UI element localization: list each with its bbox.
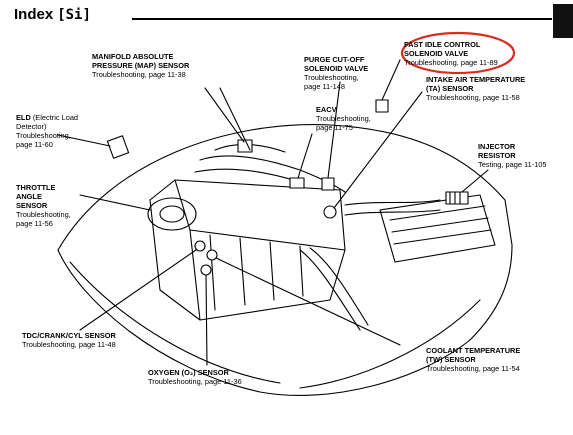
eld-box [106,135,130,159]
leader-tdc [79,249,197,331]
coolant-sensor-body [206,249,218,261]
iat-sensor-body [323,205,337,219]
header-rule [132,18,552,20]
radiator-outline [379,194,496,263]
leader-eld [57,134,111,147]
page-title: Index [14,6,54,23]
label-eacv: EACV Troubleshooting, page 11-75 [316,105,371,132]
leader-map-2 [219,87,251,151]
label-fidc-valve: FAST IDLE CONTROL SOLENOID VALVE Trouble… [404,40,498,67]
page-header: Index[Si] [14,6,91,23]
label-injector-resistor: INJECTOR RESISTOR Testing, page 11-105 [478,142,547,169]
highlight-circle [400,31,516,75]
leader-fidc [381,59,401,101]
label-throttle-sensor: THROTTLE ANGLE SENSOR Troubleshooting, p… [16,183,71,228]
leader-throttle [79,194,151,211]
intake-hose [344,199,441,206]
oxygen-sensor-body [200,264,212,276]
injector-resistor-box [445,191,469,205]
eacv-body [289,177,305,189]
leader-map [204,87,245,143]
label-iat-sensor: INTAKE AIR TEMPERATURE (TA) SENSOR Troub… [426,75,526,102]
label-eld: ELD (Electric Load Detector) Troubleshoo… [16,113,79,149]
throttle-body [147,197,197,231]
purge-valve-body [321,177,335,191]
label-purge-valve: PURGE CUT-OFF SOLENOID VALVE Troubleshoo… [304,55,369,91]
leader-injres [461,169,489,193]
fidc-valve-body [375,99,389,113]
model-subtitle: [Si] [57,7,91,23]
label-map-sensor: MANIFOLD ABSOLUTE PRESSURE (MAP) SENSOR … [92,52,190,79]
leader-oxygen [205,274,208,366]
leader-purge [327,81,341,179]
tdc-sensor-body [194,240,206,252]
label-coolant-sensor: COOLANT TEMPERATURE (TW) SENSOR Troubles… [426,346,521,373]
leader-coolant [215,257,401,346]
engine-block-outline [149,179,346,321]
label-tdc-sensor: TDC/CRANK/CYL SENSOR Troubleshooting, pa… [22,331,116,349]
coolant-hose [299,249,361,331]
hood-outline [57,124,513,251]
leader-iat [333,91,423,209]
page-edge-tab [553,4,573,38]
leader-eacv [297,133,313,179]
label-oxygen-sensor: OXYGEN (O₂) SENSOR Troubleshooting, page… [148,368,242,386]
fender-outline [57,244,513,397]
